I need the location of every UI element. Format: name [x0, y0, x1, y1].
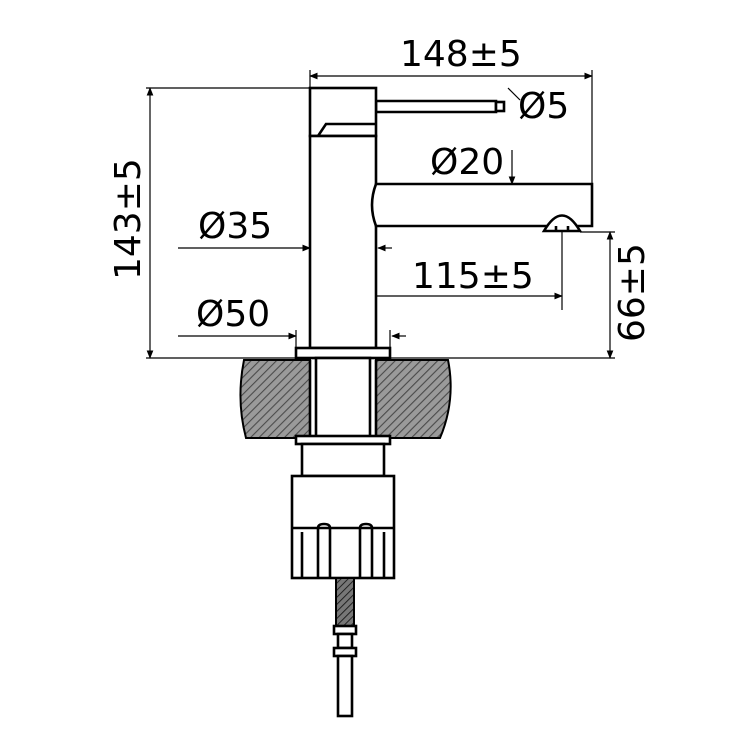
spout-height-label: 66±5	[612, 243, 653, 342]
mounting-hardware	[290, 434, 396, 580]
dimension-labels: 148±5 Ø5 Ø20 Ø35 115±5 Ø50 143±5 66±5	[108, 34, 653, 342]
base-diameter-label: Ø50	[196, 294, 270, 335]
handle-diameter-label: Ø5	[518, 86, 569, 127]
faucet-body	[294, 86, 594, 360]
overall-height-label: 143±5	[108, 158, 149, 280]
countertop-section	[239, 356, 452, 440]
overall-width-label: 148±5	[400, 34, 522, 75]
spout-reach-label: 115±5	[412, 256, 534, 297]
body-diameter-label: Ø35	[198, 206, 272, 247]
supply-hose	[332, 577, 358, 718]
spout-diameter-label: Ø20	[430, 142, 504, 183]
